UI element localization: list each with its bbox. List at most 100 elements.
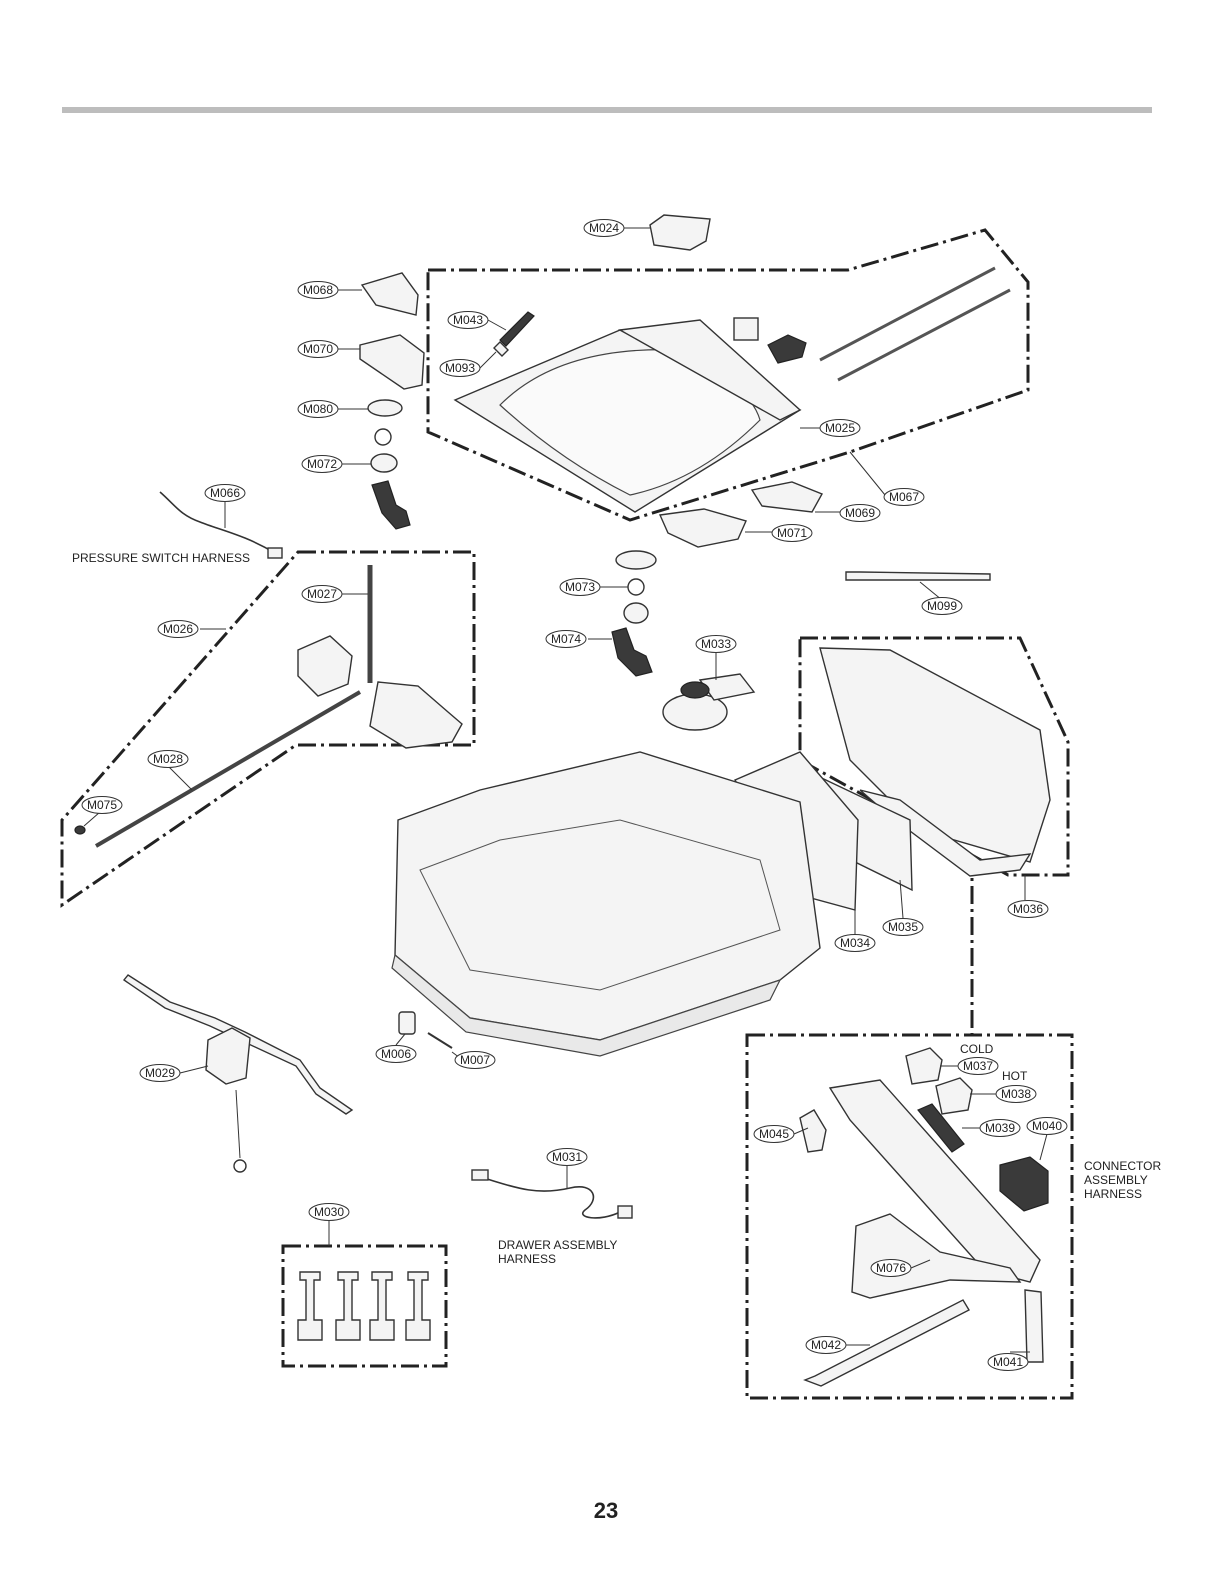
callout-m006: M006 xyxy=(375,1045,417,1063)
leader-m028 xyxy=(167,765,193,791)
callout-m029: M029 xyxy=(139,1064,181,1082)
label-m006: M006 xyxy=(381,1047,411,1061)
label-m038: M038 xyxy=(1001,1087,1031,1101)
callout-m039: M039 xyxy=(979,1119,1021,1137)
callout-m076: M076 xyxy=(870,1259,912,1277)
callout-m026: M026 xyxy=(157,620,199,638)
m031-connector-right xyxy=(617,1205,633,1219)
caption-drawer-line2: HARNESS xyxy=(498,1252,556,1266)
m030-bumper-4 xyxy=(405,1271,431,1341)
m073-oring xyxy=(627,578,645,596)
label-m027: M027 xyxy=(307,587,337,601)
m040-connector-harness xyxy=(999,1156,1049,1212)
m075-clamp xyxy=(74,825,86,835)
m025-top-cover-door xyxy=(499,349,761,496)
m024-cover-cap xyxy=(649,214,711,251)
top-cover-group-box xyxy=(426,228,1030,522)
caption-drawer-line1: DRAWER ASSEMBLY xyxy=(498,1238,617,1252)
leader-m043 xyxy=(487,319,507,331)
m076-hose-assembly xyxy=(851,1213,1022,1299)
callout-m025: M025 xyxy=(819,419,861,437)
m074-elbow xyxy=(611,627,653,677)
m031-connector-left xyxy=(471,1169,489,1181)
m072-seal xyxy=(370,453,398,473)
m027-drain-pump xyxy=(369,681,463,749)
callout-m033: M033 xyxy=(695,635,737,653)
terminal-cluster xyxy=(767,334,807,364)
m036-dispenser-housing xyxy=(819,647,1051,863)
callout-m045: M045 xyxy=(753,1125,795,1143)
label-m073: M073 xyxy=(565,580,595,594)
leader-m093 xyxy=(479,351,497,369)
label-m039: M039 xyxy=(985,1121,1015,1135)
m099-tie-strap xyxy=(845,571,991,581)
m033-motor-top xyxy=(680,681,710,699)
bumper-group-box xyxy=(281,1244,448,1368)
leader-m076 xyxy=(910,1259,931,1269)
caption-connector-line2: ASSEMBLY xyxy=(1084,1173,1148,1187)
leader-m067 xyxy=(849,451,886,496)
m030-bumper-3 xyxy=(369,1271,395,1341)
caption-connector-line3: HARNESS xyxy=(1084,1187,1142,1201)
m072-elbow xyxy=(371,480,411,530)
callout-m031: M031 xyxy=(546,1148,588,1166)
m093-clip xyxy=(493,341,509,357)
callout-m080: M080 xyxy=(297,400,339,418)
label-m037: M037 xyxy=(963,1059,993,1073)
callout-m030: M030 xyxy=(308,1203,350,1221)
m039-bellows xyxy=(917,1103,965,1153)
leader-m029 xyxy=(179,1065,209,1074)
callout-m042: M042 xyxy=(805,1336,847,1354)
dispenser-manifold xyxy=(828,1079,1041,1283)
label-m072: M072 xyxy=(307,457,337,471)
m029-stabilizer-bar xyxy=(122,974,354,1115)
m070-drawer-tray xyxy=(359,334,425,390)
label-m068: M068 xyxy=(303,283,333,297)
label-m076: M076 xyxy=(876,1261,906,1275)
caption-cold: COLD xyxy=(960,1042,994,1056)
m073-ring xyxy=(615,550,657,570)
leader-m006 xyxy=(395,1033,406,1046)
m030-bumper-1 xyxy=(297,1271,323,1341)
label-m074: M074 xyxy=(551,632,581,646)
page-number: 23 xyxy=(594,1498,618,1523)
leader-m075 xyxy=(83,811,101,827)
label-m093: M093 xyxy=(445,361,475,375)
m030-bumpers xyxy=(297,1271,431,1341)
m031-drawer-harness xyxy=(477,1175,621,1219)
m029-actuator xyxy=(205,1027,251,1085)
callout-m068: M068 xyxy=(297,281,339,299)
callout-m028: M028 xyxy=(147,750,189,768)
m029-hook xyxy=(233,1159,247,1173)
m030-bumper-2 xyxy=(335,1271,361,1341)
callout-m027: M027 xyxy=(301,585,343,603)
m033-motor-bracket xyxy=(698,673,756,701)
label-m024: M024 xyxy=(589,221,619,235)
callout-m072: M072 xyxy=(301,455,343,473)
inlet-valve-group-box xyxy=(745,1033,1074,1400)
m025-top-cover-rear xyxy=(617,319,802,421)
drawer-cabinet-front xyxy=(391,953,782,1057)
m028-drain-hose xyxy=(94,690,362,848)
m073-seal xyxy=(623,602,649,624)
label-m043: M043 xyxy=(453,313,483,327)
label-m070: M070 xyxy=(303,342,333,356)
callout-m036: M036 xyxy=(1007,900,1049,918)
label-m040: M040 xyxy=(1032,1119,1062,1133)
callout-m071: M071 xyxy=(771,524,813,542)
callout-m067: M067 xyxy=(883,488,925,506)
callout-m038: M038 xyxy=(995,1085,1037,1103)
m068-drawer-frame xyxy=(360,272,419,316)
rod-2 xyxy=(837,288,1011,382)
m071-drawer-tray-2 xyxy=(658,508,747,548)
label-m036: M036 xyxy=(1013,902,1043,916)
callout-m037: M037 xyxy=(957,1057,999,1075)
label-m042: M042 xyxy=(811,1338,841,1352)
callout-m066: M066 xyxy=(204,484,246,502)
callout-m034: M034 xyxy=(834,934,876,952)
m007-pin xyxy=(427,1032,453,1049)
m042-hose xyxy=(803,1299,970,1387)
label-m030: M030 xyxy=(314,1205,344,1219)
